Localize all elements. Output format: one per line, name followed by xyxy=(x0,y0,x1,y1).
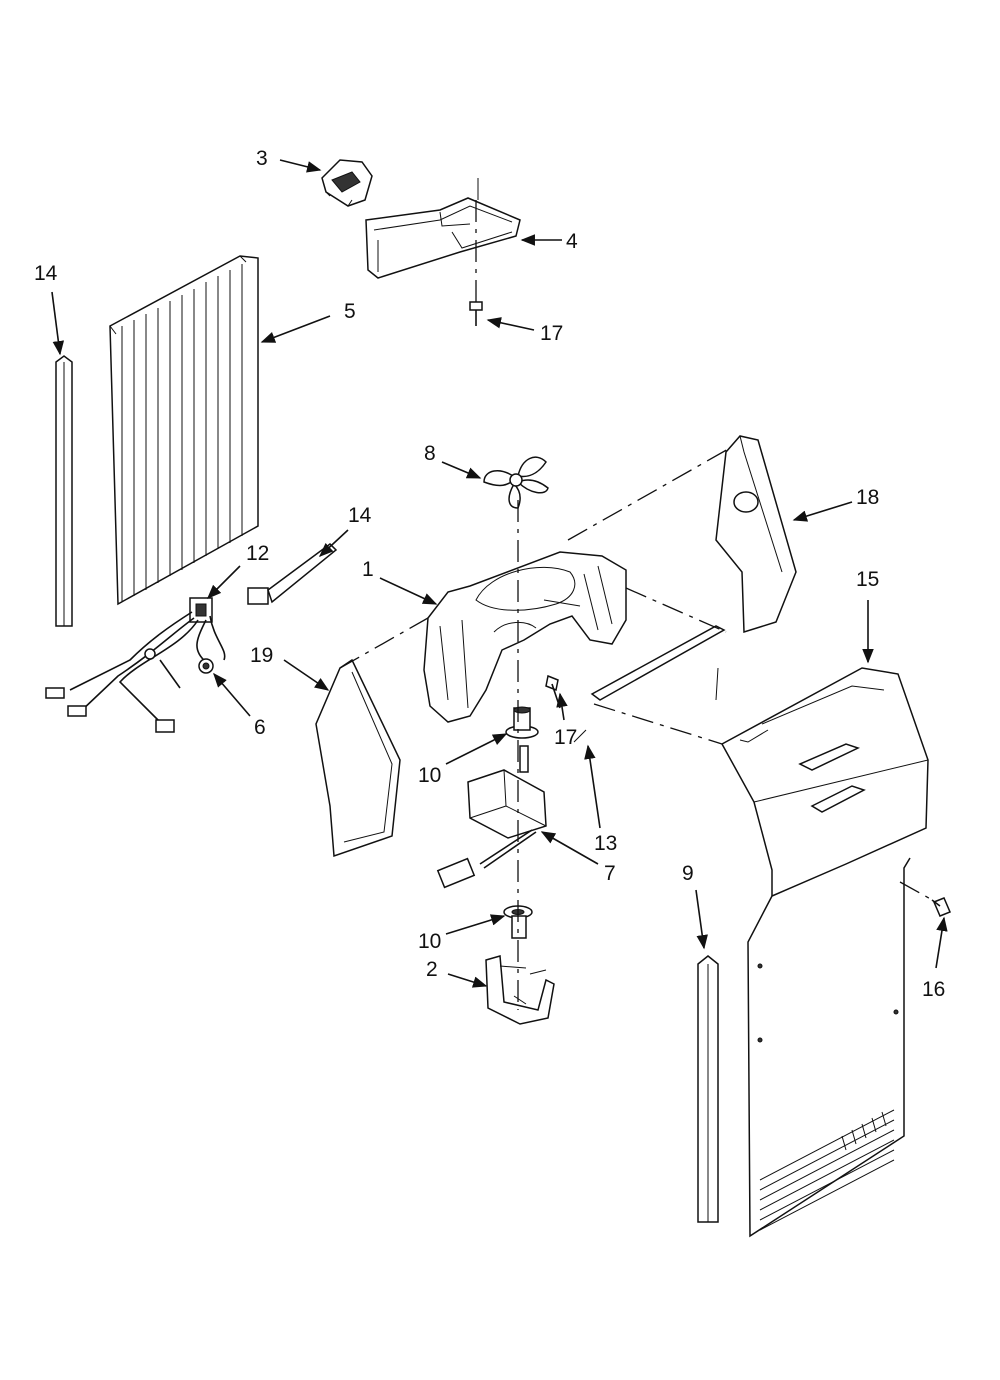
part-5-evaporator-cover xyxy=(109,255,259,606)
callout-16: 16 xyxy=(922,978,945,1001)
part-15-rear-cover xyxy=(721,667,929,1238)
callout-3: 3 xyxy=(256,147,268,170)
callout-15: 15 xyxy=(856,568,879,591)
part-6-thermistor xyxy=(198,658,214,674)
callout-12: 12 xyxy=(246,542,269,565)
callout-8: 8 xyxy=(424,442,436,465)
part-2-motor-bracket xyxy=(485,955,555,1025)
part-19-side-panel xyxy=(315,658,401,858)
part-14-heater-stick xyxy=(247,543,338,605)
callout-19: 19 xyxy=(250,644,273,667)
callout-14-heater: 14 xyxy=(348,504,372,527)
rear-cover-vents xyxy=(759,1109,895,1231)
part-16-screw xyxy=(931,897,951,917)
part-17-screw-lower xyxy=(545,674,561,709)
part-13-divider xyxy=(573,625,726,743)
alignment-lines xyxy=(339,200,937,1010)
callout-1: 1 xyxy=(362,558,374,581)
part-9-foam-strip xyxy=(697,955,719,1223)
part-1-fan-shroud xyxy=(423,551,627,723)
callout-labels: 3 4 5 17 14 8 18 14 1 15 12 19 17 6 10 1… xyxy=(34,147,945,1001)
callout-4: 4 xyxy=(566,230,578,253)
part-17-screw-upper xyxy=(469,301,483,326)
callout-9: 9 xyxy=(682,862,694,885)
part-7-fan-motor xyxy=(436,745,547,889)
callout-10-lower: 10 xyxy=(418,930,441,953)
part-10-grommet-upper xyxy=(505,706,539,739)
callout-6: 6 xyxy=(254,716,266,739)
callout-13: 13 xyxy=(594,832,617,855)
leader-arrows xyxy=(51,159,948,988)
part-8-fan-blade xyxy=(483,456,549,509)
callout-10-upper: 10 xyxy=(418,764,441,787)
part-14-foam-strip-left xyxy=(55,355,73,627)
callout-18: 18 xyxy=(856,486,879,509)
callout-2: 2 xyxy=(426,958,438,981)
callout-14-left: 14 xyxy=(34,262,58,285)
part-12-wire-harness xyxy=(45,597,226,733)
callout-5: 5 xyxy=(344,300,356,323)
part-18-bracket xyxy=(715,435,797,634)
callout-17-lower: 17 xyxy=(554,726,577,749)
callout-17-upper: 17 xyxy=(540,322,563,345)
callout-7: 7 xyxy=(604,862,616,885)
part-4-air-duct xyxy=(365,178,521,279)
part-3-damper-knob xyxy=(321,159,373,207)
